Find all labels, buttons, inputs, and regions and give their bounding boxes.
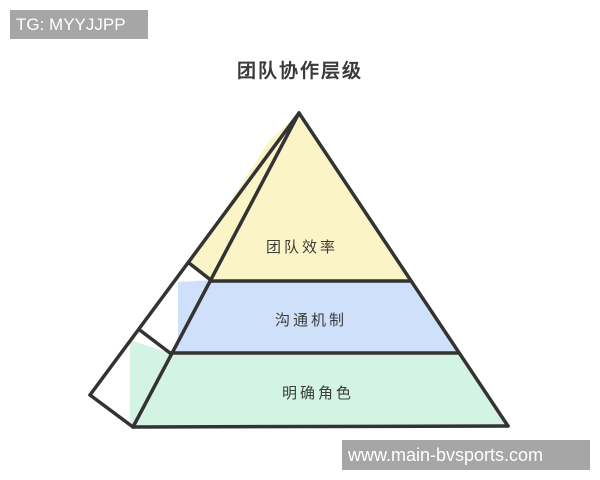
layer-top-fill: [212, 113, 411, 280]
diagram-title: 团队协作层级: [236, 60, 363, 82]
watermark-bottom: www.main-bvsports.com: [342, 440, 590, 470]
layer-middle-fill: [170, 280, 458, 353]
layer-bottom-fill: [133, 353, 508, 427]
watermark-top: TG: MYYJJPP: [10, 10, 148, 39]
layer-label-top: 团队效率: [265, 238, 338, 256]
layer-label-middle: 沟通机制: [274, 311, 347, 329]
side-top-fill: [190, 113, 299, 280]
side-bottom-fill: [130, 340, 170, 427]
layer-label-bottom: 明确角色: [281, 384, 354, 402]
